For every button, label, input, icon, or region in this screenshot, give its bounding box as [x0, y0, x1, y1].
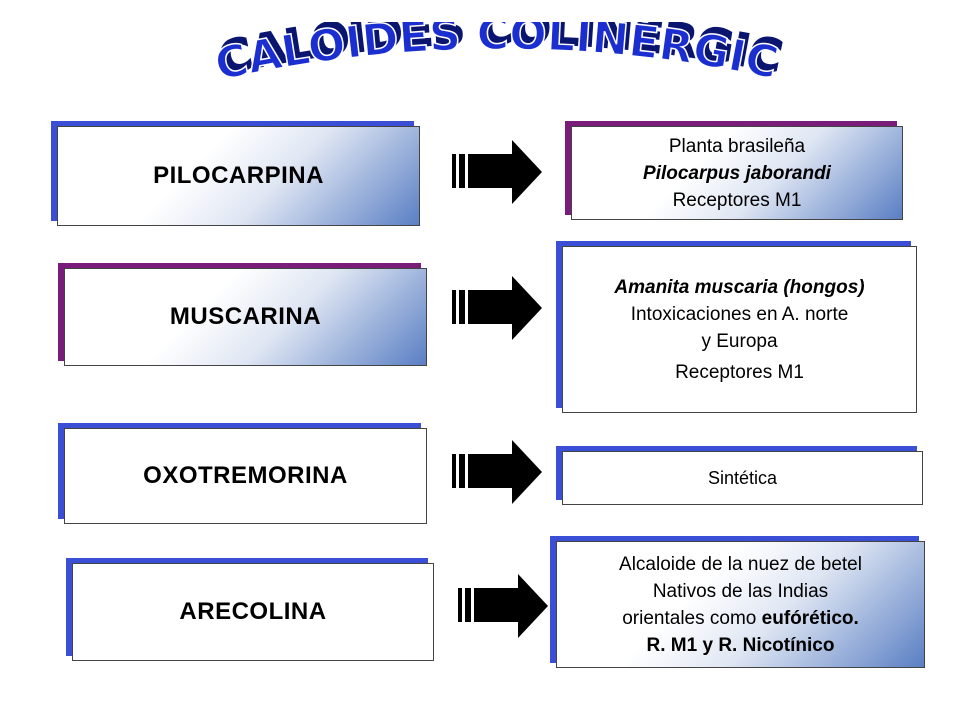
- label-arecolina: ARECOLINA: [179, 598, 327, 625]
- info-line-mixed: orientales como eufórético.: [622, 605, 859, 632]
- box-muscarina: MUSCARINA: [64, 268, 427, 366]
- box-arecolina: ARECOLINA: [72, 563, 434, 661]
- info-line-receptors: R. M1 y R. Nicotínico: [646, 634, 835, 656]
- label-pilocarpina: PILOCARPINA: [153, 162, 324, 189]
- info-line-text: orientales como: [622, 607, 762, 629]
- box-muscarina-info: Amanita muscaria (hongos) Intoxicaciones…: [562, 246, 917, 413]
- info-line: Intoxicaciones en A. norte: [630, 303, 849, 325]
- title-wordart: ALCALOIDES COLINÉRGICOS ALCALOIDES COLIN…: [161, 0, 788, 92]
- info-line-species: Amanita muscaria (hongos): [614, 276, 865, 298]
- arrow-right-icon: [452, 276, 542, 340]
- arrow-right-icon: [452, 140, 542, 204]
- box-pilocarpina-info: Planta brasileña Pilocarpus jaborandi Re…: [571, 126, 903, 220]
- arrow-right-icon: [458, 574, 548, 638]
- box-oxotremorina: OXOTREMORINA: [64, 428, 427, 524]
- box-pilocarpina: PILOCARPINA: [57, 126, 420, 226]
- info-line: Nativos de las Indias: [652, 580, 829, 602]
- info-line: Alcaloide de la nuez de betel: [619, 553, 862, 575]
- info-line: Receptores M1: [675, 361, 804, 383]
- label-muscarina: MUSCARINA: [169, 303, 322, 330]
- info-line: Planta brasileña: [668, 135, 806, 157]
- box-oxotremorina-info: Sintética: [562, 451, 923, 505]
- info-line: y Europa: [701, 330, 778, 352]
- info-line-species: Pilocarpus jaborandi: [643, 162, 831, 184]
- info-line-emphasis: eufórético.: [761, 607, 859, 629]
- info-line: Sintética: [707, 467, 778, 488]
- arrow-right-icon: [452, 440, 542, 504]
- box-arecolina-info: Alcaloide de la nuez de betel Nativos de…: [556, 541, 925, 668]
- info-line: Receptores M1: [672, 189, 802, 211]
- label-oxotremorina: OXOTREMORINA: [143, 462, 348, 489]
- slide-title: ALCALOIDES COLINÉRGICOS ALCALOIDES COLIN…: [161, 0, 820, 92]
